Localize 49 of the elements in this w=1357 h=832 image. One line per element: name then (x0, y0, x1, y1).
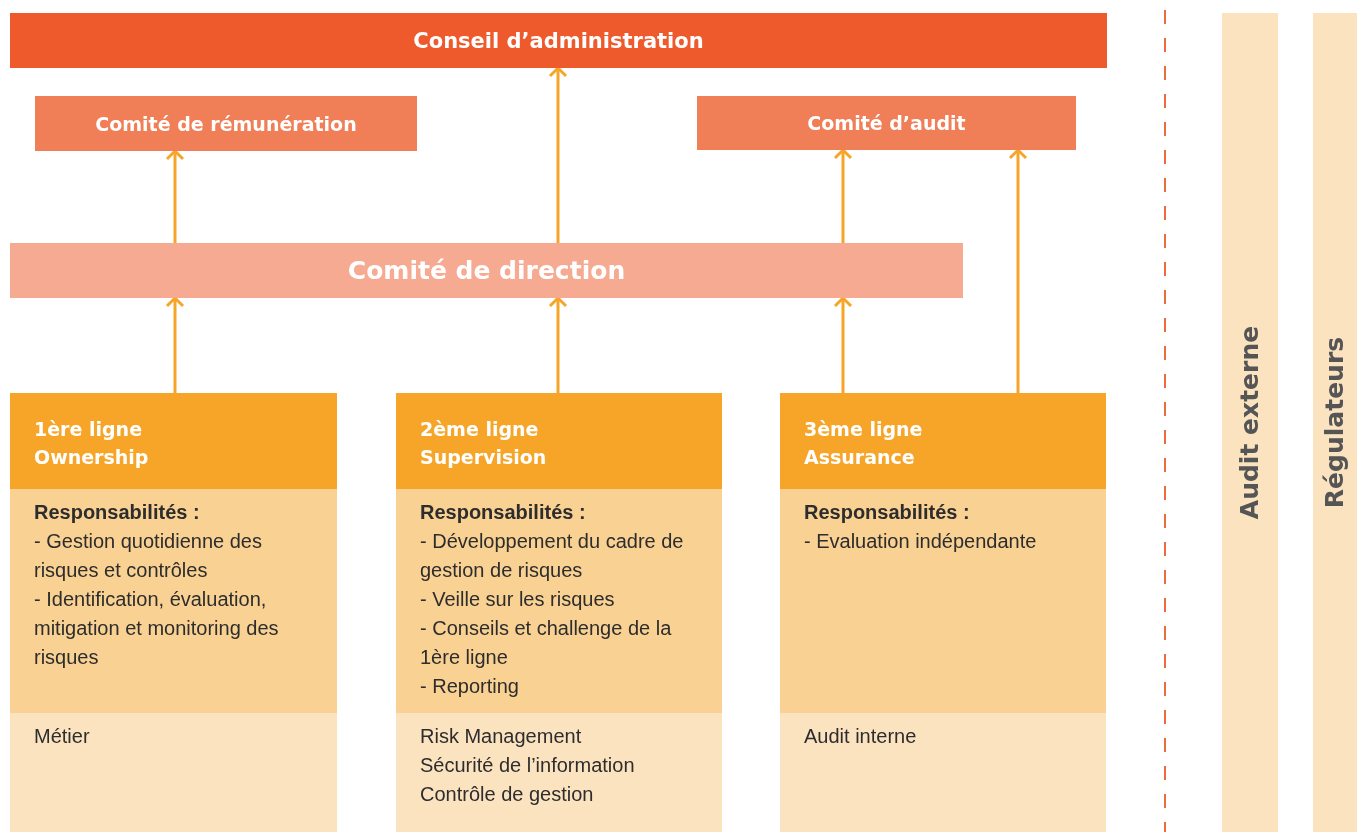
line-title: 2ème ligne (420, 417, 540, 442)
body-text: - Conseils et challenge de la 1ère ligne (420, 616, 673, 670)
body-text: Responsabilités : (420, 500, 587, 525)
committee-box (10, 243, 963, 298)
band-label: Audit externe (1235, 325, 1265, 520)
committee-box (35, 96, 417, 151)
line-title: 3ème ligne (804, 417, 924, 442)
function-box (10, 713, 337, 832)
function-name: Contrôle de gestion (420, 782, 595, 807)
body-text: - Identification, évaluation, mitigation et monitoring des risques (34, 587, 280, 670)
arrow (833, 148, 853, 243)
line-header-box (10, 393, 337, 489)
responsibility-box (10, 489, 337, 713)
arrow (548, 66, 568, 243)
committee-box (10, 13, 1107, 68)
responsibility-box (780, 489, 1106, 713)
arrow (548, 296, 568, 393)
arrow (165, 296, 185, 393)
committee-box (697, 96, 1076, 150)
body-text: Responsabilités : (34, 500, 201, 525)
arrow (165, 149, 185, 243)
side-band (1222, 13, 1278, 832)
line-header-box (780, 393, 1106, 489)
committee-title: Comité d’audit (807, 112, 966, 134)
function-name: Risk Management (420, 724, 583, 749)
body-text: - Reporting (420, 674, 520, 699)
body-text: - Gestion quotidienne des risques et contrôles (34, 529, 263, 583)
function-name: Métier (34, 724, 91, 749)
line-header-box (396, 393, 722, 489)
responsibility-box (396, 489, 722, 713)
committee-title: Conseil d’administration (413, 28, 704, 53)
side-band (1313, 13, 1357, 832)
body-text: - Développement du cadre de gestion de risques (420, 529, 685, 583)
function-name: Audit interne (804, 724, 918, 749)
function-box (780, 713, 1106, 832)
body-text: - Veille sur les risques (420, 587, 616, 612)
arrow (1008, 148, 1028, 393)
line-title: Ownership (34, 445, 150, 470)
committee-title: Comité de direction (347, 256, 626, 285)
body-text: Responsabilités : (804, 500, 971, 525)
body-text: - Evaluation indépendante (804, 529, 1038, 554)
function-box (396, 713, 722, 832)
line-title: Supervision (420, 445, 548, 470)
committee-title: Comité de rémunération (95, 112, 357, 135)
function-name: Sécurité de l’information (420, 753, 636, 778)
band-label: Régulateurs (1320, 336, 1350, 509)
line-title: Assurance (804, 445, 916, 470)
line-title: 1ère ligne (34, 417, 144, 442)
arrow (833, 296, 853, 393)
